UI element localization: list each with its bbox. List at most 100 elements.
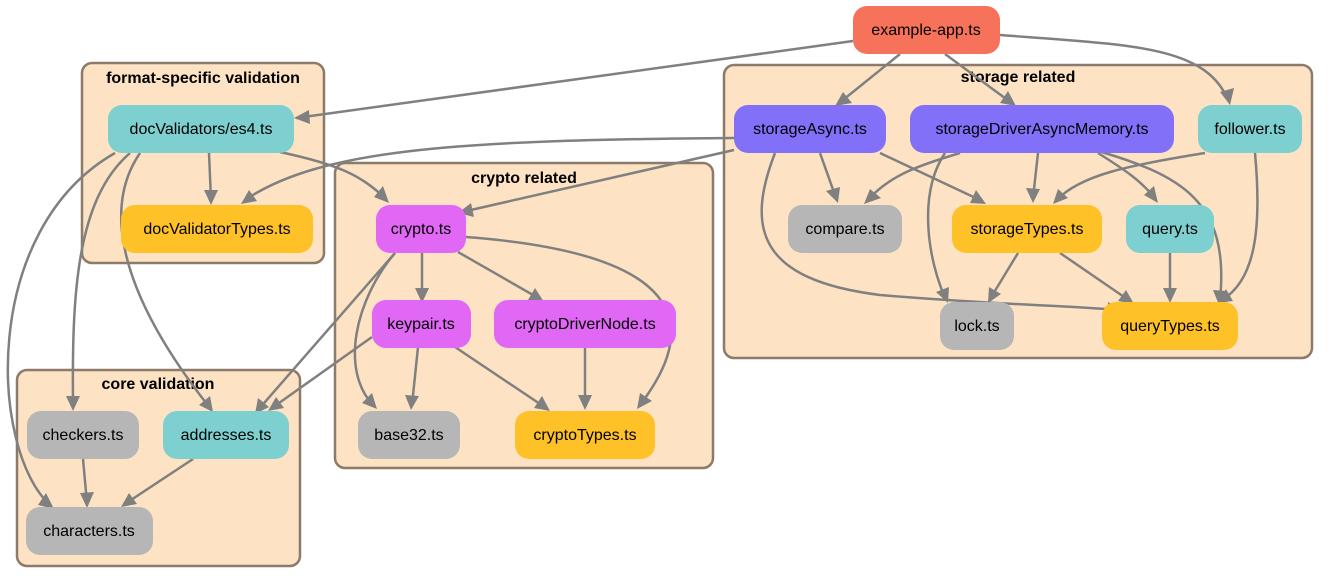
node-label: follower.ts: [1214, 121, 1285, 138]
arrowhead: [255, 398, 269, 414]
node-checkers[interactable]: checkers.ts: [27, 411, 139, 459]
edge-crypto-to-base32: [353, 252, 396, 406]
arrowhead: [241, 190, 257, 204]
edge-addresses-to-characters: [124, 457, 194, 506]
node-label: base32.ts: [374, 427, 443, 444]
edge-keypair-to-cryptotypes: [454, 345, 547, 410]
arrowhead: [268, 397, 284, 411]
arrowhead: [637, 393, 652, 409]
node-cryptodrivernode[interactable]: cryptoDriverNode.ts: [494, 300, 676, 348]
arrowhead: [66, 396, 80, 411]
edge-docvalidators-to-characters: [6, 151, 116, 506]
arrowhead: [528, 288, 544, 302]
edge-storageasync-to-crypto: [461, 148, 735, 214]
edge-storageasync-to-storagetypes: [879, 151, 983, 203]
node-label: cryptoTypes.ts: [533, 427, 636, 444]
arrowhead: [936, 287, 949, 303]
node-label: compare.ts: [805, 221, 884, 238]
node-lock[interactable]: lock.ts: [940, 302, 1014, 350]
edge-storageasync-to-docvalidatortypes: [244, 136, 735, 202]
node-storagedriverasyncmemory[interactable]: storageDriverAsyncMemory.ts: [910, 105, 1174, 153]
cluster-label-core: core validation: [102, 376, 215, 393]
arrowhead: [415, 288, 429, 303]
arrowhead: [121, 493, 137, 507]
node-keypair[interactable]: keypair.ts: [372, 300, 471, 348]
node-querytypes[interactable]: queryTypes.ts: [1102, 302, 1238, 350]
node-query[interactable]: query.ts: [1126, 205, 1214, 253]
node-label: keypair.ts: [387, 316, 455, 333]
node-storageasync[interactable]: storageAsync.ts: [734, 105, 886, 153]
cluster-label-format: format-specific validation: [106, 70, 300, 87]
node-label: characters.ts: [43, 523, 135, 540]
arrowhead: [826, 187, 840, 203]
node-label: docValidators/es4.ts: [130, 121, 273, 138]
arrowhead: [988, 287, 1001, 303]
edge-keypair-to-addresses: [271, 335, 373, 410]
node-storagetypes[interactable]: storageTypes.ts: [952, 205, 1102, 253]
node-label: docValidatorTypes.ts: [143, 221, 290, 238]
arrowhead: [1144, 186, 1158, 203]
arrowhead: [294, 110, 310, 124]
arrowhead: [362, 393, 377, 409]
arrowhead: [835, 92, 852, 106]
edge-storagedriver-to-lock: [926, 152, 947, 299]
arrowhead: [534, 396, 550, 411]
arrowhead: [199, 396, 213, 412]
arrowhead: [970, 190, 986, 204]
node-crypto[interactable]: crypto.ts: [376, 205, 466, 253]
arrowhead: [578, 395, 592, 410]
node-cryptotypes[interactable]: cryptoTypes.ts: [515, 411, 655, 459]
node-label: checkers.ts: [43, 427, 124, 444]
arrowhead: [864, 189, 881, 204]
edge-storagetypes-to-querytypes: [1059, 251, 1131, 303]
arrowhead: [1163, 288, 1177, 303]
node-label: storageAsync.ts: [753, 121, 867, 138]
node-docvalidators-es4[interactable]: docValidators/es4.ts: [108, 105, 294, 153]
edge-example-app-to-docvalidators: [295, 39, 854, 120]
edge-layer: [6, 33, 1259, 509]
arrowhead: [1000, 91, 1016, 106]
edge-keypair-to-base32: [410, 346, 420, 406]
edge-follower-to-storagetypes: [1056, 151, 1206, 201]
node-label: query.ts: [1142, 221, 1198, 238]
node-label: storageTypes.ts: [971, 221, 1084, 238]
arrowhead: [38, 493, 54, 509]
node-follower[interactable]: follower.ts: [1198, 105, 1302, 153]
arrowhead: [1053, 189, 1068, 204]
edge-storagedriver-to-compare: [867, 151, 961, 201]
node-label: cryptoDriverNode.ts: [514, 316, 655, 333]
node-label: lock.ts: [954, 318, 999, 335]
node-compare[interactable]: compare.ts: [788, 205, 902, 253]
edge-docvalidators-to-crypto: [279, 150, 386, 199]
node-label: crypto.ts: [391, 221, 451, 238]
arrowhead: [204, 190, 218, 205]
edge-docvalidators-to-addresses: [119, 152, 211, 409]
arrowhead: [80, 492, 94, 508]
edge-crypto-to-addresses: [257, 252, 396, 411]
node-label: example-app.ts: [871, 22, 980, 39]
node-characters[interactable]: characters.ts: [26, 507, 153, 555]
edge-storageasync-to-querytypes: [760, 152, 1119, 312]
node-label: queryTypes.ts: [1120, 318, 1220, 335]
node-label: storageDriverAsyncMemory.ts: [935, 121, 1148, 138]
edge-storagedriver-to-querytypes: [1094, 148, 1223, 301]
edge-crypto-to-cryptodrivernode: [457, 250, 541, 301]
arrowhead: [1220, 88, 1234, 105]
cluster-label-storage: storage related: [961, 69, 1076, 86]
node-docvalidatortypes[interactable]: docValidatorTypes.ts: [121, 205, 313, 253]
arrowhead: [374, 186, 389, 203]
node-base32[interactable]: base32.ts: [358, 411, 460, 459]
node-example-app[interactable]: example-app.ts: [853, 6, 1000, 54]
arrowhead: [405, 395, 419, 410]
node-addresses[interactable]: addresses.ts: [163, 411, 289, 459]
edge-follower-to-querytypes: [1221, 152, 1259, 302]
arrowhead: [1118, 290, 1134, 304]
cluster-label-crypto: crypto related: [471, 170, 577, 187]
edge-example-app-to-storageasync: [837, 53, 901, 105]
arrowhead: [1026, 188, 1040, 203]
arrowhead: [1218, 289, 1233, 303]
edge-crypto-to-cryptotypes: [465, 235, 673, 406]
edge-example-app-to-follower: [999, 33, 1230, 101]
edge-example-app-to-storagedriver: [944, 52, 1014, 106]
